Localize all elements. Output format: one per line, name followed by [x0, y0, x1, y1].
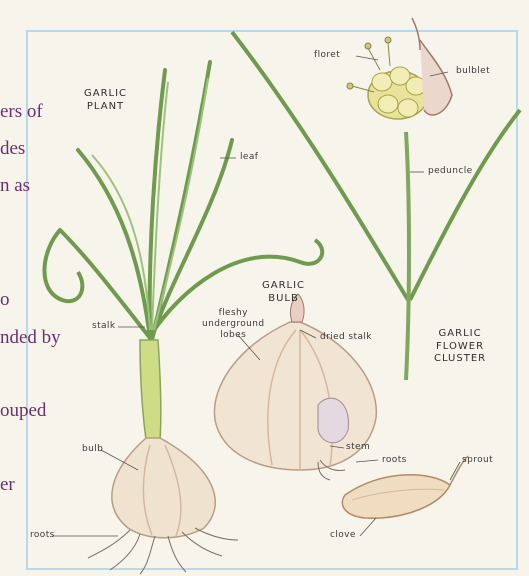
label-line: fleshy	[202, 308, 264, 319]
overlay-text-fragment: o	[0, 290, 10, 309]
label-fleshy-underground-lobes: fleshy underground lobes	[202, 308, 264, 340]
title-garlic-plant: GARLIC PLANT	[84, 88, 127, 113]
clove-drawing	[342, 456, 468, 518]
overlay-text-fragment: n as	[0, 176, 30, 195]
title-line: GARLIC	[434, 328, 486, 341]
label-peduncle: peduncle	[428, 166, 473, 176]
label-roots-plant: roots	[30, 530, 55, 540]
label-sprout: sprout	[462, 455, 493, 465]
title-line: GARLIC	[262, 280, 305, 293]
peduncle	[406, 132, 409, 380]
overlay-text-fragment: ers of	[0, 102, 43, 121]
title-line: BULB	[262, 293, 305, 306]
title-line: PLANT	[84, 101, 127, 114]
label-roots-bulb: roots	[382, 455, 407, 465]
title-garlic-flower-cluster: GARLIC FLOWER CLUSTER	[434, 328, 486, 366]
label-line: lobes	[202, 330, 264, 341]
title-garlic-bulb: GARLIC BULB	[262, 280, 305, 305]
label-stalk: stalk	[92, 321, 115, 331]
title-line: GARLIC	[84, 88, 127, 101]
plant-stalk	[140, 340, 161, 440]
flower-cluster	[347, 18, 452, 119]
overlay-text-fragment: des	[0, 139, 25, 158]
label-line: underground	[202, 319, 264, 330]
label-bulblet: bulblet	[456, 66, 490, 76]
label-bulb: bulb	[82, 444, 103, 454]
title-line: FLOWER	[434, 341, 486, 354]
label-clove: clove	[330, 530, 356, 540]
overlay-text-fragment: ouped	[0, 401, 46, 420]
label-stem: stem	[346, 442, 370, 452]
label-dried-stalk: dried stalk	[320, 332, 372, 342]
overlay-text-fragment: er	[0, 475, 15, 494]
overlay-text-fragment: nded by	[0, 328, 61, 347]
title-line: CLUSTER	[434, 353, 486, 366]
plant-bulb	[112, 438, 215, 538]
leaf-curl	[44, 230, 82, 301]
label-floret: floret	[314, 50, 340, 60]
leaf-curl-right	[300, 240, 322, 264]
label-leaf: leaf	[240, 152, 258, 162]
